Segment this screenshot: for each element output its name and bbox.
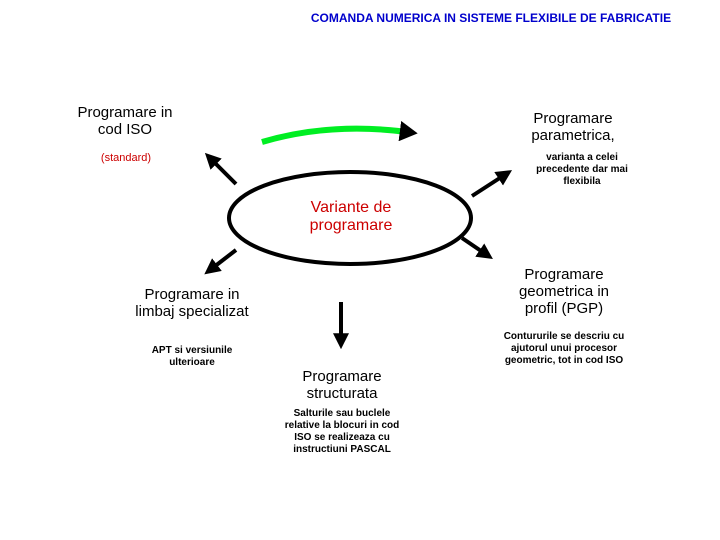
node-parametrica-sub: varianta a celei precedente dar mai flex… [536,152,628,187]
arrow-to-geometrica [460,236,493,260]
node-iso-sub: (standard) [100,152,152,164]
arrow-to-iso [204,152,238,186]
center-label: Variante de programare [309,199,393,234]
node-structurata-sub: Salturile sau buclele relative la blocur… [284,408,400,455]
node-iso-title: Programare in cod ISO [77,104,173,138]
page-header: COMANDA NUMERICA IN SISTEME FLEXIBILE DE… [310,11,672,25]
green-curved-arrow [261,120,418,145]
arrow-to-limbaj [204,248,238,275]
node-limbaj-title: Programare in limbaj specializat [135,286,249,320]
node-limbaj-sub: APT si versiunile ulterioare [151,345,233,368]
node-geometrica-sub: Contururile se descriu cu ajutorul unui … [503,331,625,366]
node-parametrica-title: Programare parametrica, [531,110,615,144]
arrow-to-parametrica [470,170,513,198]
node-geometrica-title: Programare geometrica in profil (PGP) [518,266,610,317]
node-structurata-title: Programare structurata [302,368,382,402]
center-ellipse [227,170,473,266]
